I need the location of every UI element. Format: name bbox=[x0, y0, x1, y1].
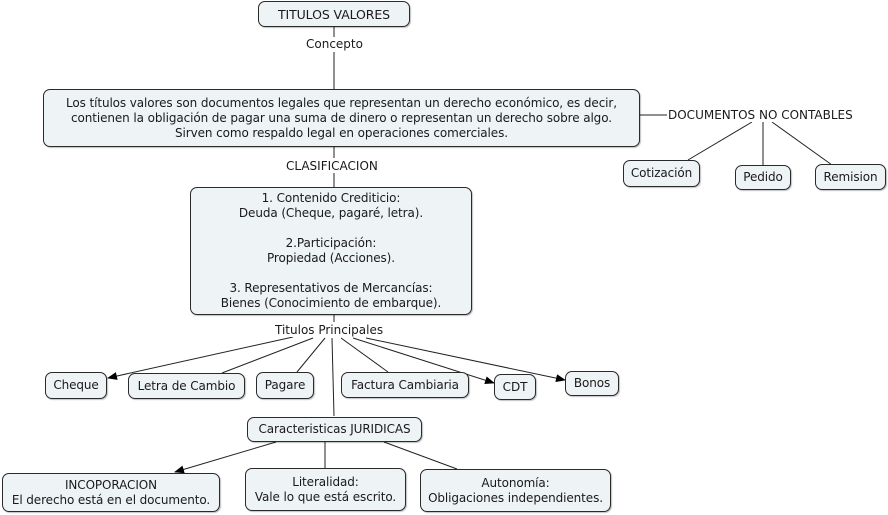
node-titulos-valores[interactable]: TITULOS VALORES bbox=[258, 1, 410, 27]
link-docs-remision bbox=[771, 121, 833, 166]
link-titulos-cdt bbox=[352, 337, 495, 385]
link-titulos-letra bbox=[221, 337, 314, 374]
node-autonomia[interactable]: Autonomía: Obligaciones independientes. bbox=[420, 469, 611, 512]
link-titulos-factura bbox=[340, 337, 389, 373]
node-cdt[interactable]: CDT bbox=[494, 374, 536, 400]
link-titulos-cheque bbox=[107, 336, 294, 380]
node-pedido[interactable]: Pedido bbox=[735, 165, 791, 190]
node-letra-de-cambio[interactable]: Letra de Cambio bbox=[128, 373, 245, 399]
link-titulos-bonos bbox=[365, 337, 566, 383]
link-label-concepto: Concepto bbox=[305, 37, 364, 51]
node-pagare[interactable]: Pagare bbox=[256, 372, 314, 399]
node-clasificacion[interactable]: 1. Contenido Crediticio: Deuda (Cheque, … bbox=[190, 187, 472, 315]
link-titulos-caracteristicas bbox=[331, 337, 335, 417]
link-label-titulos-principales: Titulos Principales bbox=[274, 323, 385, 337]
node-concept-definition[interactable]: Los títulos valores son documentos legal… bbox=[43, 89, 640, 147]
node-remision[interactable]: Remision bbox=[815, 164, 886, 190]
node-caracteristicas-juridicas[interactable]: Caracteristicas JURIDICAS bbox=[247, 417, 422, 442]
link-docs-cotizacion bbox=[687, 121, 753, 161]
node-cotizacion[interactable]: Cotización bbox=[623, 160, 700, 187]
node-bonos[interactable]: Bonos bbox=[565, 371, 619, 396]
node-literalidad[interactable]: Literalidad: Vale lo que está escrito. bbox=[245, 468, 406, 511]
node-factura-cambiaria[interactable]: Factura Cambiaria bbox=[341, 372, 469, 398]
link-titulos-pagare bbox=[296, 337, 326, 373]
link-label-clasificacion: CLASIFICACION bbox=[285, 159, 379, 173]
node-cheque[interactable]: Cheque bbox=[45, 372, 107, 399]
link-label-documentos-no-contables: DOCUMENTOS NO CONTABLES bbox=[667, 108, 854, 122]
link-caract-incorporacion bbox=[174, 441, 277, 474]
node-incorporacion[interactable]: INCOPORACION El derecho está en el docum… bbox=[2, 473, 220, 512]
link-caract-autonomia bbox=[383, 441, 458, 470]
